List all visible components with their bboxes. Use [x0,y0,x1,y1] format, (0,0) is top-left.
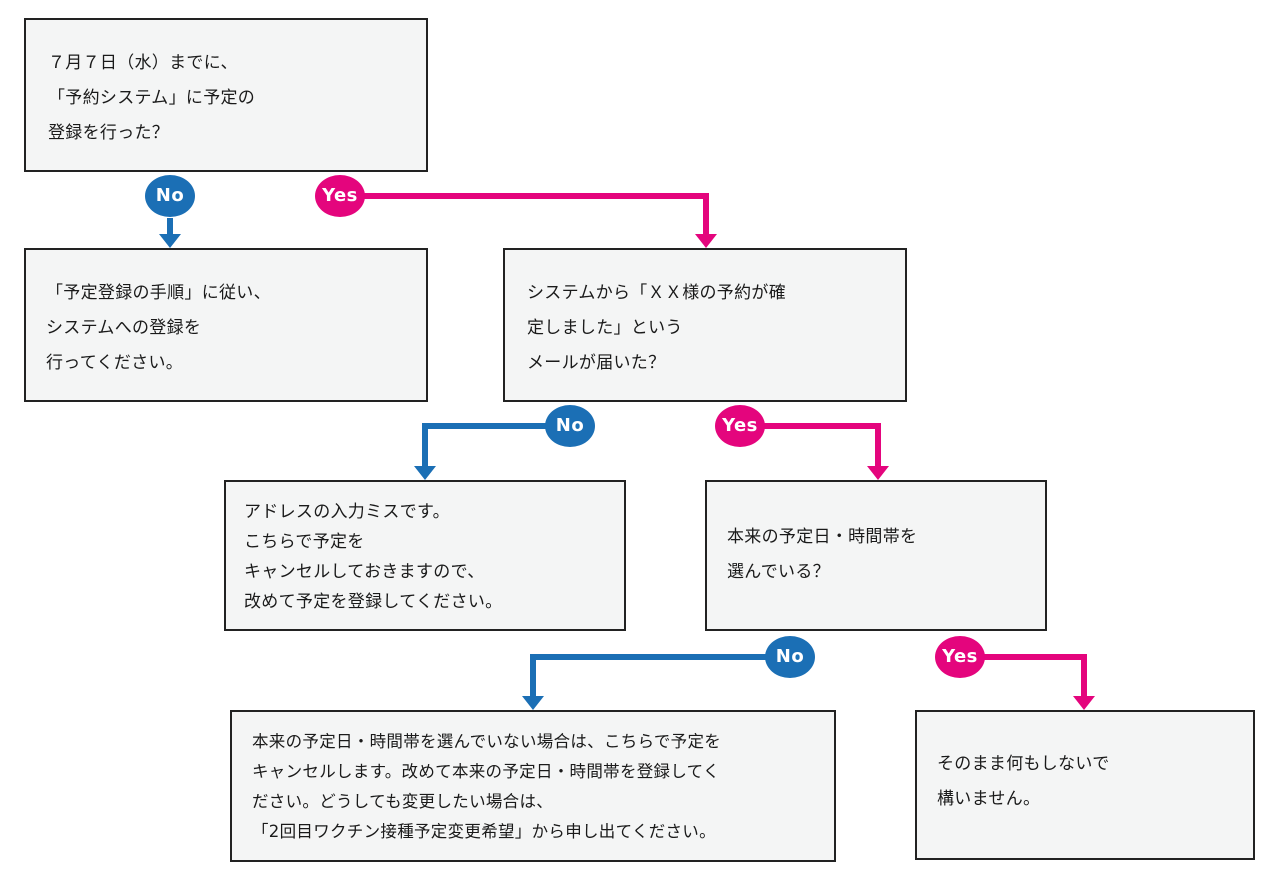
question-3-line-1: 本来の予定日・時間帯を [727,527,918,547]
question-2-line-3: メールが届いた？ [527,353,666,373]
answer-3-no-line-2: キャンセルします。改めて本来の予定日・時間帯を登録してく [252,762,720,781]
answer-1-no-line-2: システムへの登録を [46,318,202,338]
question-2-no-badge: No [545,405,595,447]
question-2-line-1: システムから「ＸＸ様の予約が確 [527,283,786,303]
question-1-no-badge: No [145,175,195,217]
answer-2-no-line-1: アドレスの入力ミスです。 [244,502,450,522]
answer-1-no-line-1: 「予定登録の手順」に従い、 [46,283,271,303]
answer-3-no-line-3: ださい。どうしても変更したい場合は、 [252,792,554,811]
connector-q1-yes [360,193,717,248]
answer-3-no-box: 本来の予定日・時間帯を選んでいない場合は、こちらで予定を キャンセルします。改め… [230,710,836,862]
answer-3-yes-box: そのまま何もしないで 構いません。 [915,710,1255,860]
answer-3-no-line-4: 「2回目ワクチン接種予定変更希望」から申し出てください。 [252,822,716,841]
question-2-box: システムから「ＸＸ様の予約が確 定しました」という メールが届いた？ [503,248,907,402]
question-3-line-2: 選んでいる？ [727,562,830,582]
answer-1-no-line-3: 行ってください。 [46,353,184,373]
question-1-yes-badge: Yes [315,175,365,217]
question-1-line-1: ７月７日（水）までに、 [48,53,238,73]
answer-3-no-line-1: 本来の予定日・時間帯を選んでいない場合は、こちらで予定を [252,732,722,751]
connector-q1-no [159,218,181,248]
answer-2-no-line-3: キャンセルしておきますので、 [244,562,485,582]
question-3-yes-badge: Yes [935,636,985,678]
connector-q3-no [522,654,768,710]
question-1-line-2: 「予約システム」に予定の [48,88,256,108]
question-1-box: ７月７日（水）までに、 「予約システム」に予定の 登録を行った？ [24,18,428,172]
answer-1-no-box: 「予定登録の手順」に従い、 システムへの登録を 行ってください。 [24,248,428,402]
answer-3-yes-line-1: そのまま何もしないで [937,754,1110,774]
question-3-no-badge: No [765,636,815,678]
answer-2-no-line-4: 改めて予定を登録してください。 [244,592,503,612]
question-2-line-2: 定しました」という [527,318,683,338]
connector-q3-yes [980,654,1095,710]
question-2-yes-badge: Yes [715,405,765,447]
connector-q2-no [414,423,548,480]
answer-2-no-box: アドレスの入力ミスです。 こちらで予定を キャンセルしておきますので、 改めて予… [224,480,626,631]
answer-3-yes-line-2: 構いません。 [937,789,1041,809]
question-1-line-3: 登録を行った？ [48,123,170,143]
question-3-box: 本来の予定日・時間帯を 選んでいる？ [705,480,1047,631]
connector-q2-yes [762,423,889,480]
answer-2-no-line-2: こちらで予定を [244,532,365,552]
